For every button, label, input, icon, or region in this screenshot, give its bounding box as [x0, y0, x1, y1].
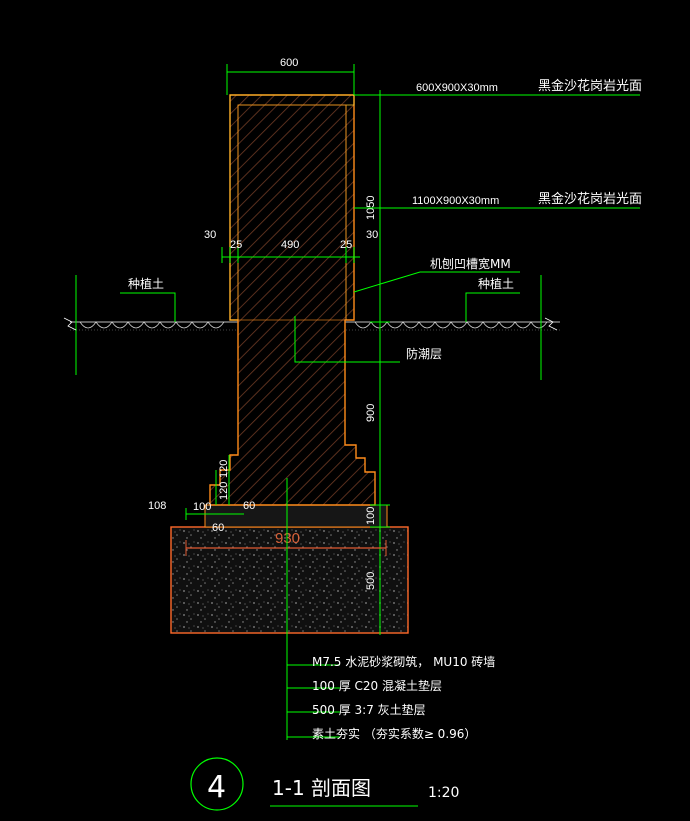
note-4: 素土夯实 （夯实系数≥ 0.96）	[312, 726, 476, 741]
notes-list: M7.5 水泥砂浆砌筑， MU10 砖墙 100 厚 C20 混凝土垫层 500…	[312, 654, 495, 741]
svg-text:防潮层: 防潮层	[406, 346, 442, 361]
svg-text:600X900X30mm: 600X900X30mm	[416, 82, 498, 94]
dim-930: 930	[185, 530, 387, 556]
dim-steps: 120 120 108 100 60 60	[148, 455, 255, 534]
dim-inner-row: 30 25 490 25 30	[204, 229, 378, 263]
wall-body	[209, 94, 376, 506]
svg-text:120: 120	[218, 482, 230, 500]
svg-text:600: 600	[280, 57, 298, 69]
concrete-pad	[204, 504, 388, 528]
note-1: M7.5 水泥砂浆砌筑， MU10 砖墙	[312, 654, 495, 669]
dim-600: 600	[226, 57, 355, 95]
svg-text:25: 25	[340, 239, 352, 251]
svg-text:900: 900	[365, 404, 377, 422]
svg-text:500: 500	[365, 572, 377, 590]
svg-text:种植土: 种植土	[128, 276, 164, 291]
svg-text:黑金沙花岗岩光面: 黑金沙花岗岩光面	[538, 78, 642, 94]
wall-inner-line	[237, 104, 347, 321]
svg-text:30: 30	[204, 229, 216, 241]
svg-text:930: 930	[275, 530, 300, 547]
callout-face: 1100X900X30mm 黑金沙花岗岩光面	[354, 191, 642, 209]
svg-text:100: 100	[193, 501, 211, 513]
title-block: 4 1-1 剖面图 1:20	[190, 757, 459, 811]
label-soil-right: 种植土	[465, 276, 520, 322]
svg-text:60: 60	[212, 522, 224, 534]
footing-gravel	[170, 526, 409, 634]
callout-groove: 机刨凹槽宽MM	[353, 256, 520, 293]
svg-text:1100X900X30mm: 1100X900X30mm	[412, 195, 499, 207]
svg-text:机刨凹槽宽MM: 机刨凹槽宽MM	[430, 256, 511, 271]
svg-text:60: 60	[243, 500, 255, 512]
callout-cap: 600X900X30mm 黑金沙花岗岩光面	[354, 78, 642, 96]
svg-text:108: 108	[148, 500, 166, 512]
title-scale: 1:20	[428, 785, 459, 801]
svg-text:490: 490	[281, 239, 299, 251]
label-damp-proof: 防潮层	[294, 316, 442, 363]
title-number: 4	[207, 770, 226, 805]
svg-text:120: 120	[218, 460, 230, 478]
title-text: 1-1 剖面图	[272, 776, 371, 800]
svg-text:25: 25	[230, 239, 242, 251]
svg-text:种植土: 种植土	[478, 276, 514, 291]
note-2: 100 厚 C20 混凝土垫层	[312, 678, 442, 693]
svg-text:30: 30	[366, 229, 378, 241]
svg-text:黑金沙花岗岩光面: 黑金沙花岗岩光面	[538, 191, 642, 207]
note-3: 500 厚 3:7 灰土垫层	[312, 702, 426, 717]
svg-text:100: 100	[365, 507, 377, 525]
label-soil-left: 种植土	[120, 276, 176, 322]
